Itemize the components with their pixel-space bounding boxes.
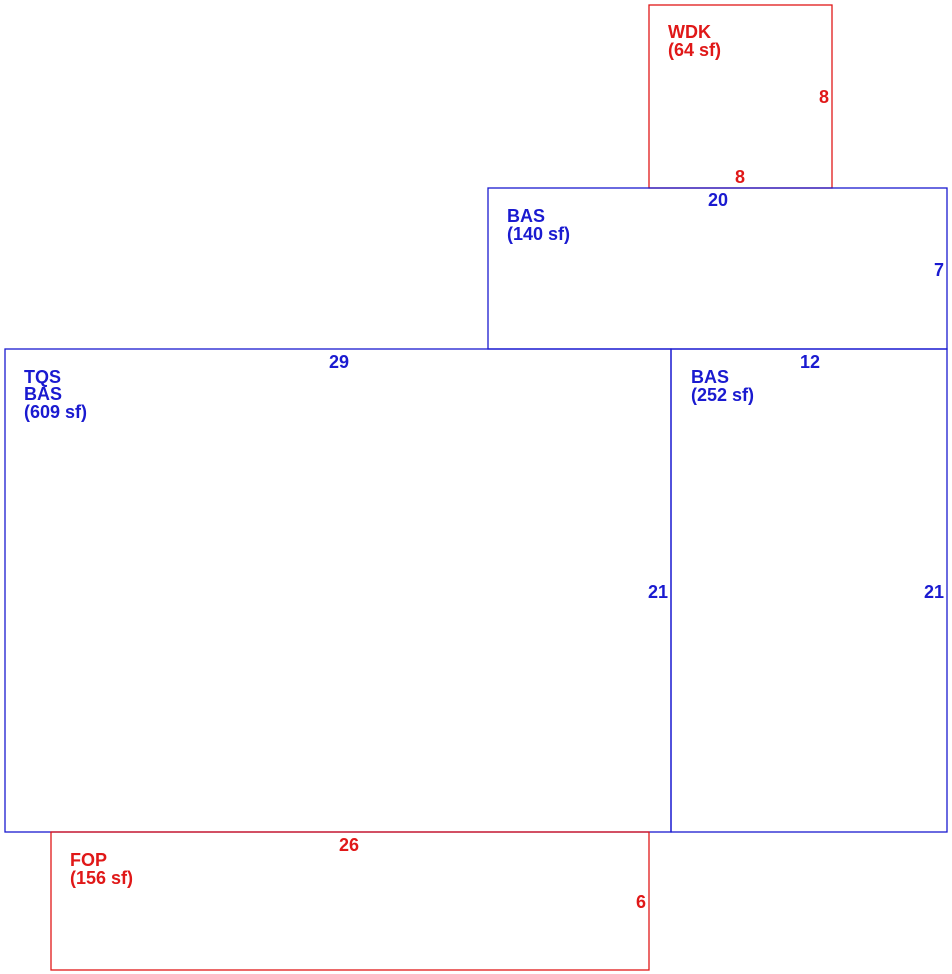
area-fop-depth-dimension: 6 [636, 892, 646, 912]
area-wdk-code: WDK [668, 22, 711, 42]
area-fop-area: (156 sf) [70, 868, 133, 888]
area-fop-width-dimension: 26 [339, 835, 359, 855]
area-bas-252: BAS (252 sf) 12 21 [670, 348, 948, 833]
area-fop: FOP (156 sf) 26 6 [50, 831, 650, 971]
area-tqs-bas-609-depth-dimension: 21 [648, 582, 668, 602]
area-bas-140-code: BAS [507, 206, 545, 226]
area-bas-252-code: BAS [691, 367, 729, 387]
area-wdk: WDK (64 sf) 8 8 [648, 4, 833, 189]
area-tqs-bas-609-code-1: TQS [24, 367, 61, 387]
area-tqs-bas-609: TQS BAS (609 sf) 29 21 [4, 348, 672, 833]
area-wdk-area: (64 sf) [668, 40, 721, 60]
area-bas-252-depth-dimension: 21 [924, 582, 944, 602]
area-bas-140-area: (140 sf) [507, 224, 570, 244]
area-tqs-bas-609-area: (609 sf) [24, 402, 87, 422]
area-tqs-bas-609-width-dimension: 29 [329, 352, 349, 372]
area-bas-252-area: (252 sf) [691, 385, 754, 405]
area-wdk-depth-dimension: 8 [819, 87, 829, 107]
area-tqs-bas-609-code-2: BAS [24, 384, 62, 404]
area-bas-252-width-dimension: 12 [800, 352, 820, 372]
area-bas-140-depth-dimension: 7 [934, 260, 944, 280]
area-bas-140: BAS (140 sf) 20 7 [487, 187, 948, 350]
area-bas-140-outline [487, 187, 948, 350]
area-wdk-width-dimension: 8 [735, 167, 745, 187]
area-fop-outline [50, 831, 650, 971]
area-bas-252-outline [670, 348, 948, 833]
area-fop-code: FOP [70, 850, 107, 870]
area-bas-140-width-dimension: 20 [708, 190, 728, 210]
area-tqs-bas-609-outline [4, 348, 672, 833]
